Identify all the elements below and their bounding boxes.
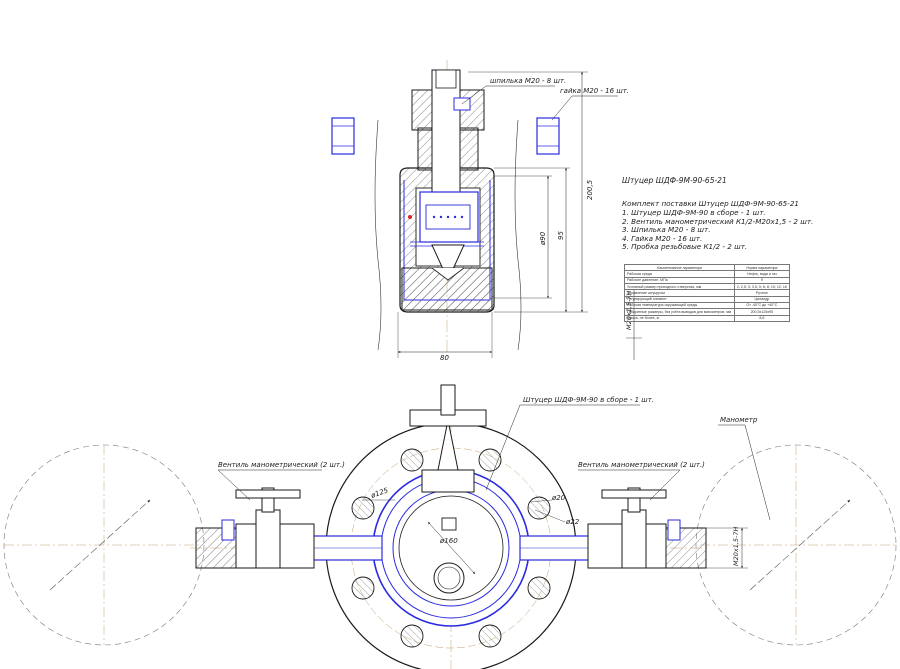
dim-95: 95	[557, 231, 565, 240]
top-section-view	[331, 60, 642, 360]
table-row: Масса, не более, кг 8,6	[624, 314, 791, 322]
label-nut: гайка М20 - 16 шт.	[560, 87, 629, 95]
dim-20: ø20	[551, 494, 566, 502]
kit-item-3: 3. Шпилька М20 - 8 шт.	[622, 225, 711, 235]
label-assembly: Штуцер ШДФ-9М-90 в сборе - 1 шт.	[523, 396, 654, 404]
nut-right	[536, 117, 560, 155]
valve-right	[587, 487, 707, 569]
label-valve-left: Вентиль манометрический (2 шт.)	[218, 461, 345, 469]
label-manometer: Манометр	[720, 416, 758, 424]
dim-160: ø160	[439, 537, 458, 545]
dim-90: ø90	[539, 231, 547, 246]
label-valve-right: Вентиль манометрический (2 шт.)	[578, 461, 705, 469]
spec-param: Масса, не более, кг	[624, 314, 735, 322]
kit-item-1: 1. Штуцер ШДФ-9М-90 в сборе - 1 шт.	[622, 208, 766, 218]
dim-thread-right: М20х1,5-7Н	[732, 526, 740, 566]
kit-item-2: 2. Вентиль манометрический К1/2-М20х1,5 …	[622, 216, 814, 226]
spec-table: Наименование параметра Норма параметра Р…	[624, 263, 791, 322]
bottom-plan-view	[3, 384, 897, 669]
dim-80: 80	[440, 354, 449, 362]
label-stud: шпилька М20 - 8 шт.	[490, 77, 566, 85]
kit-item-5: 5. Пробка резьбовые К1/2 - 2 шт.	[622, 242, 748, 252]
dim-2005: 200,5	[586, 179, 594, 200]
dim-22: ø22	[565, 518, 580, 526]
title-block: Штуцер ШДФ-9М-90-65-21 Комплект поставки…	[622, 176, 813, 251]
valve-left	[195, 487, 315, 569]
spec-value: 8,6	[733, 314, 791, 322]
drawing-title: Штуцер ШДФ-9М-90-65-21	[622, 176, 727, 185]
kit-list-heading: Комплект поставки Штуцер ШДФ-9М-90-65-21	[622, 199, 799, 208]
kit-item-4: 4. Гайка М20 - 16 шт.	[622, 233, 703, 243]
nut-left	[331, 117, 355, 155]
